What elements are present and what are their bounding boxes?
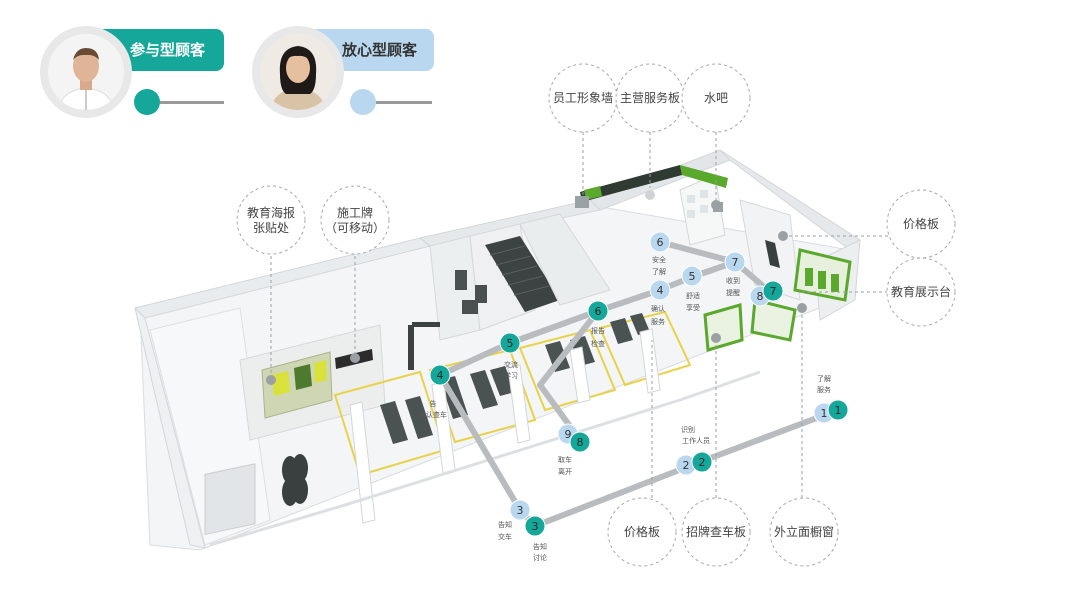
callout-texts: 教育海报 张贴处 施工牌 （可移动） 员工形象墙 主营服务板 水吧 价格板 教育… [247,90,951,539]
t3-label-c: 告知 [533,542,547,551]
legend-worry-free-dot [350,89,376,115]
legend-participation-label: 参与型顾客 [130,41,206,59]
blue-step-4-num: 4 [657,284,664,297]
blue-step-3 [509,499,531,521]
teal-step-2-num: 2 [699,456,706,469]
callout-price-board-bottom-text: 价格板 [624,524,660,539]
t5-label-b: 学习 [504,371,518,380]
legend-worry-free-line [376,101,432,104]
legend-participation-line [160,101,224,104]
step-labels: 了解 服务 识别 工作人员 告知 交车 告知 讨论 告 确认查车 交流 学习 报… [419,255,831,562]
callout-price-board-right-text: 价格板 [903,216,939,231]
legend-participation-avatar [40,26,132,118]
t8-label-a: 取车 [558,455,572,464]
callout-construction-line1: 施工牌 [337,206,373,220]
teal-step-5-num: 5 [507,337,514,350]
blue-step-7-num: 7 [732,256,739,269]
teal-step-3-num: 3 [532,520,539,533]
blue-step-7 [724,251,746,273]
callout-construction-sign [320,185,390,255]
teal-step-1-num: 1 [835,404,842,417]
building-shell [134,149,861,551]
blue-step-8-num: 8 [757,290,764,303]
teal-step-2 [691,451,713,473]
teal-step-1 [827,399,849,421]
blue-step-1-num: 1 [821,407,828,420]
callout-price-board-bottom [607,497,677,567]
t2-label-b: 工作人员 [682,436,710,445]
teal-step-6 [587,300,609,322]
callout-construction-line2: （可移动） [325,221,385,235]
blue-step-9-num: 9 [565,428,572,441]
callout-edu-display [886,257,956,327]
callout-water-bar-text: 水吧 [704,91,728,105]
callout-window [769,497,839,567]
callout-staff-wall-text: 员工形象墙 [553,91,613,105]
blue-step-6-num: 6 [657,236,664,249]
teal-step-8-num: 8 [577,436,584,449]
teal-step-7 [762,280,784,302]
man-avatar-icon [48,34,124,110]
legend-worry-free-label: 放心型顾客 [342,41,418,59]
t5-label-a: 交流 [504,360,518,369]
legend-participation-dot [134,89,160,115]
teal-step-3 [524,515,546,537]
blue-step-4 [649,279,671,301]
callout-poster-line2: 张贴处 [253,221,289,235]
callout-leaders [270,132,888,498]
callout-poster-line1: 教育海报 [247,205,295,220]
t3-label-a: 告知 [498,520,512,529]
t1-label-a: 了解 [817,374,831,383]
t2-label-a: 识别 [681,425,695,434]
t3-label-d: 讨论 [533,553,547,562]
t8-label-b: 离开 [558,467,572,476]
t6-label-b: 检查 [591,339,605,348]
blue-step-2-num: 2 [683,459,690,472]
woman-avatar-icon [260,34,336,110]
legend-worry-free-avatar [252,26,344,118]
blue-step-5 [681,265,703,287]
b6-label-a: 安全 [652,255,666,264]
teal-step-5 [499,332,521,354]
callout-plate-check [681,497,751,567]
teal-step-6-num: 6 [595,305,602,318]
t7-label-a: 收到 [726,276,740,285]
callout-anchors [266,200,807,385]
teal-step-7-num: 7 [770,285,777,298]
b4-label-b: 服务 [651,317,665,326]
callout-poster-area [236,185,306,255]
callout-plate-check-text: 招牌查车板 [686,524,746,539]
teal-step-4-num: 4 [437,369,444,382]
t3-label-b: 交车 [498,532,512,541]
b4-label-a: 确认 [651,304,665,313]
t1-label-b: 服务 [817,385,831,394]
callout-service-board-text: 主营服务板 [620,90,680,105]
b6-label-b: 了解 [652,267,666,276]
teal-step-4 [429,364,451,386]
blue-step-5-num: 5 [689,270,696,283]
t4-label-b: 确认查车 [419,410,447,419]
b5-label-b: 享受 [686,303,700,312]
t7-label-b: 提醒 [726,288,740,297]
callouts [236,63,956,567]
callout-edu-display-text: 教育展示台 [891,284,951,299]
callout-water-bar [681,63,751,133]
callout-window-text: 外立面橱窗 [774,524,834,539]
teal-step-8 [569,431,591,453]
callout-price-board-right [886,189,956,259]
step-markers: 1 2 3 4 5 6 7 8 9 1 2 3 4 5 6 7 8 [429,231,849,537]
t4-label-a: 告 [430,399,437,408]
t6-label-a: 报告 [591,326,605,335]
blue-step-6 [649,231,671,253]
b5-label-a: 舒适 [686,291,700,300]
blue-step-3-num: 3 [517,504,524,517]
